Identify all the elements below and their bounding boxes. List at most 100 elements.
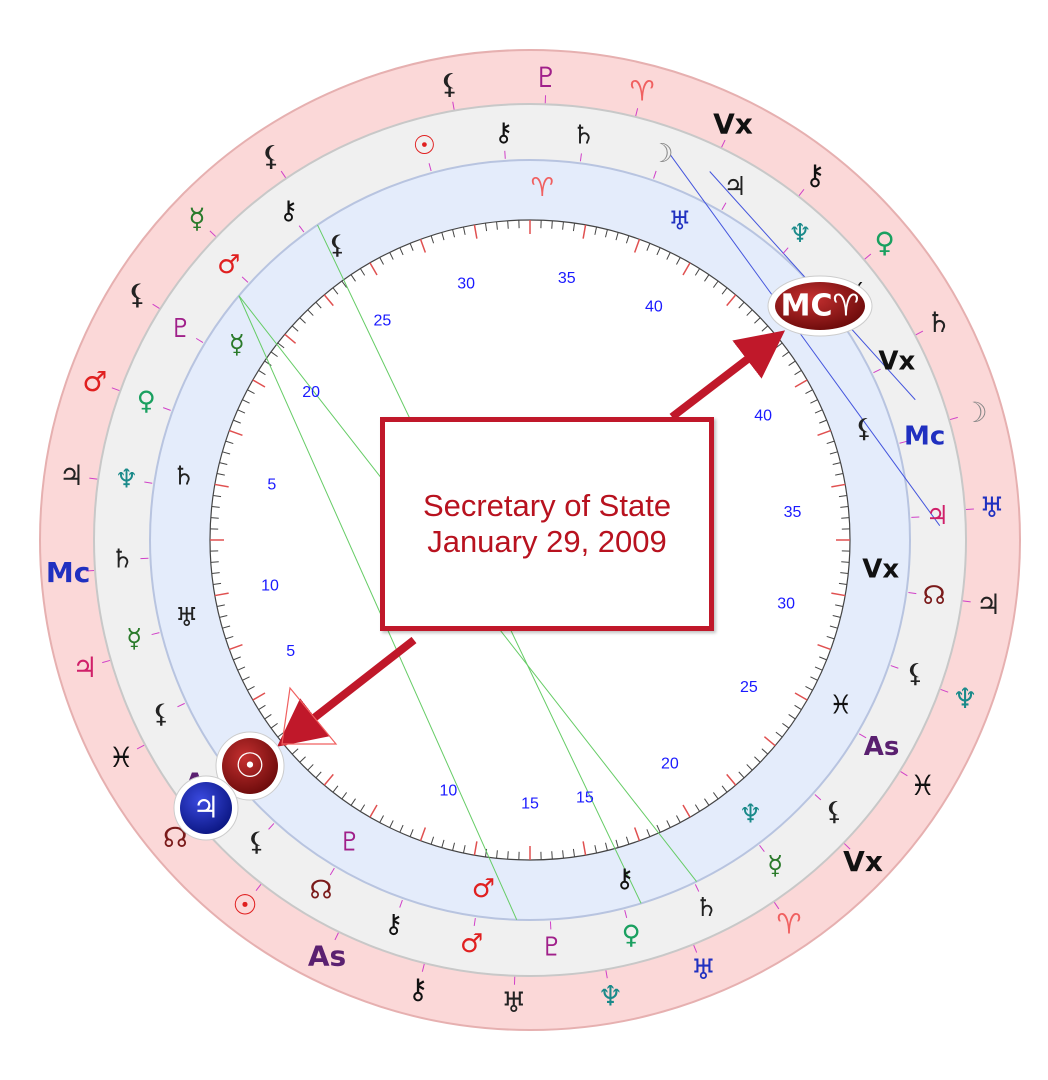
mercury-icon: ☿ bbox=[767, 851, 783, 881]
degree-label: 25 bbox=[373, 313, 391, 330]
degree-tick bbox=[379, 815, 384, 823]
degree-tick bbox=[507, 220, 509, 229]
degree-tick bbox=[666, 252, 671, 260]
vertex-icon: Vx bbox=[862, 554, 899, 584]
chiron-icon: ⚷ bbox=[615, 864, 634, 894]
degree-tick bbox=[323, 773, 334, 786]
degree-tick bbox=[284, 333, 297, 344]
degree-tick bbox=[233, 656, 241, 661]
degree-label: 40 bbox=[754, 408, 772, 425]
degree-label: 30 bbox=[777, 595, 795, 612]
glyph-pointer bbox=[721, 202, 727, 210]
degree-tick bbox=[237, 409, 246, 414]
degree-tick bbox=[594, 845, 598, 854]
midheaven-icon: Mc bbox=[904, 422, 945, 452]
degree-tick bbox=[222, 451, 231, 455]
degree-tick bbox=[810, 399, 818, 404]
degree-tick bbox=[341, 792, 348, 800]
mars-icon: ♂ bbox=[460, 929, 483, 959]
jupiter-2-icon: ♃ bbox=[72, 651, 97, 684]
degree-tick bbox=[409, 829, 414, 837]
sun-badge: ☉ bbox=[215, 731, 285, 801]
lilith-3-icon: ⚸ bbox=[247, 828, 266, 858]
degree-tick bbox=[829, 451, 838, 455]
degree-tick bbox=[721, 785, 728, 793]
degree-tick bbox=[694, 268, 700, 276]
degree-tick bbox=[225, 635, 234, 640]
degree-tick bbox=[712, 792, 719, 800]
degree-tick bbox=[229, 429, 243, 437]
glyph-pointer bbox=[144, 481, 153, 484]
glyph-pointer bbox=[255, 884, 262, 891]
degree-tick bbox=[496, 221, 498, 230]
degree-tick bbox=[666, 820, 671, 828]
saturn-2-icon: ♄ bbox=[695, 893, 718, 923]
degree-tick bbox=[399, 247, 404, 256]
degree-tick bbox=[814, 409, 823, 414]
degree-tick bbox=[315, 301, 322, 309]
degree-tick bbox=[299, 756, 306, 763]
degree-label: 25 bbox=[740, 679, 758, 696]
degree-tick bbox=[229, 643, 243, 651]
degree-tick bbox=[682, 262, 691, 276]
badge-label: MC♈ bbox=[781, 289, 860, 324]
degree-tick bbox=[323, 294, 334, 307]
degree-tick bbox=[838, 494, 847, 498]
degree-tick bbox=[350, 274, 356, 282]
degree-tick bbox=[810, 676, 818, 681]
outer-ring-glyphs: ⚸♇♈Vx⚷♀♄☽♅♃♆♓Vx♈♅♆♅⚷As☉☊♓♃Mc♃♂⚸☿⚸ bbox=[46, 61, 1005, 1019]
degree-tick bbox=[264, 714, 272, 720]
degree-tick bbox=[831, 592, 846, 597]
degree-tick bbox=[633, 239, 641, 253]
degree-tick bbox=[682, 804, 691, 818]
glyph-pointer bbox=[579, 153, 582, 162]
glyph-pointer bbox=[280, 170, 287, 178]
degree-tick bbox=[252, 379, 266, 388]
jupiter-icon: ♃ bbox=[193, 791, 220, 826]
degree-tick bbox=[646, 829, 651, 837]
degree-tick bbox=[819, 419, 827, 424]
highlight-badges: MC♈ ☉♃ bbox=[173, 275, 873, 841]
degree-tick bbox=[826, 635, 835, 640]
degree-tick bbox=[214, 483, 229, 488]
uranus-3-icon: ♅ bbox=[501, 986, 526, 1019]
glyph-pointer bbox=[773, 902, 780, 910]
degree-label: 35 bbox=[784, 504, 802, 521]
degree-tick bbox=[389, 820, 394, 828]
degree-tick bbox=[258, 704, 266, 710]
badge-fill bbox=[775, 282, 865, 330]
degree-tick bbox=[604, 229, 608, 238]
sun-icon: ☉ bbox=[413, 131, 436, 161]
degree-tick bbox=[419, 827, 427, 841]
degree-tick bbox=[832, 462, 841, 466]
degree-tick bbox=[738, 771, 745, 779]
venus-icon: ♀ bbox=[874, 226, 895, 259]
degree-tick bbox=[462, 845, 466, 854]
degree-tick bbox=[350, 798, 356, 806]
degree-label: 10 bbox=[440, 783, 458, 800]
glyph-pointer bbox=[152, 303, 160, 309]
degree-tick bbox=[726, 294, 737, 307]
glyph-pointer bbox=[908, 592, 917, 595]
glyph-pointer bbox=[844, 843, 851, 850]
degree-tick bbox=[835, 604, 844, 608]
pluto-icon: ♇ bbox=[534, 61, 559, 94]
degree-tick bbox=[656, 824, 661, 833]
degree-label: 5 bbox=[267, 477, 276, 494]
degree-tick bbox=[299, 317, 306, 324]
degree-tick bbox=[840, 506, 849, 508]
degree-tick bbox=[604, 842, 608, 851]
degree-tick bbox=[360, 268, 366, 276]
degree-tick bbox=[252, 692, 266, 701]
arrow-to-mc bbox=[669, 330, 786, 421]
glyph-pointer bbox=[504, 150, 506, 159]
pluto-icon: ♇ bbox=[338, 827, 361, 857]
degree-tick bbox=[496, 850, 498, 859]
jupiter-icon: ♃ bbox=[976, 588, 1001, 621]
degree-tick bbox=[264, 360, 272, 366]
degree-tick bbox=[216, 472, 225, 476]
degree-tick bbox=[551, 220, 553, 229]
degree-tick bbox=[805, 686, 813, 691]
jupiter-3-icon: ♃ bbox=[59, 459, 84, 492]
degree-tick bbox=[572, 848, 576, 857]
